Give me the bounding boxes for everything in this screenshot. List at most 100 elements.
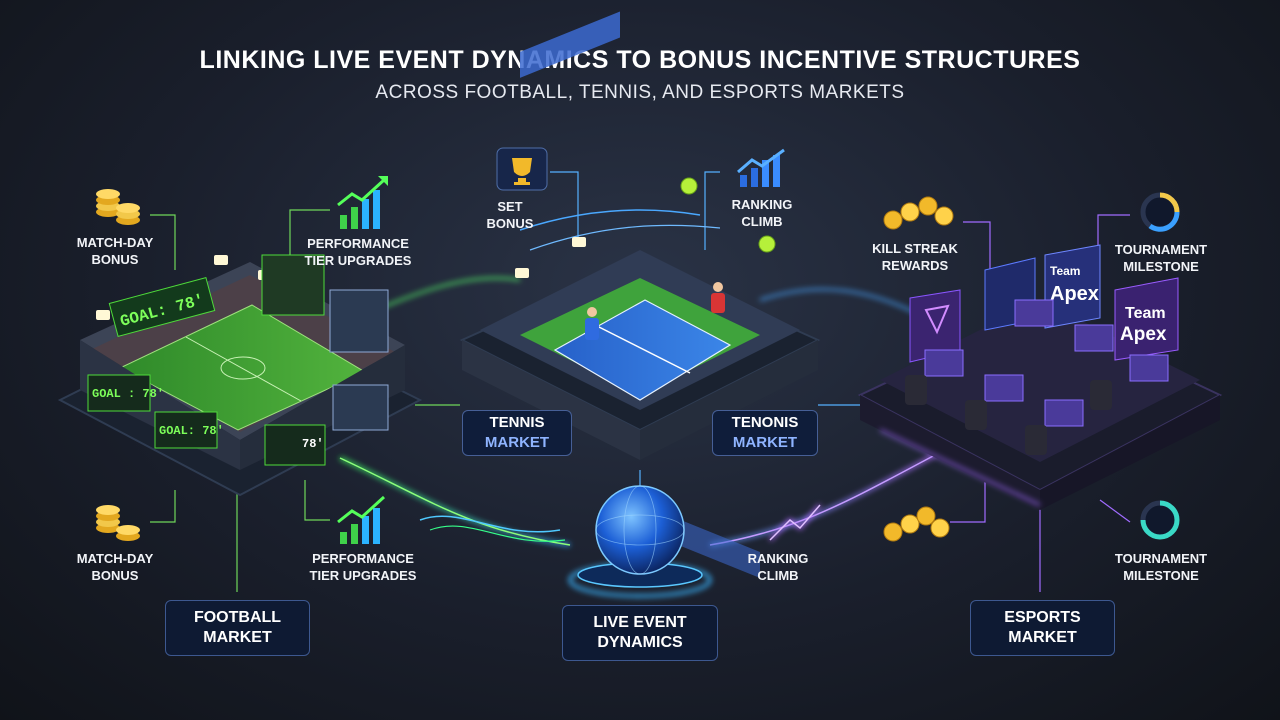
label-line: MATCH-DAY xyxy=(76,551,154,566)
tennis-arena xyxy=(459,11,821,579)
floodlight xyxy=(515,268,529,278)
chair xyxy=(1090,380,1112,410)
banner-text: Apex xyxy=(1050,283,1099,305)
connector-line xyxy=(550,171,579,240)
label-line: CLIMB xyxy=(741,214,783,229)
tenonis-market-box: TENONIS MARKET xyxy=(712,410,818,456)
scoreboard-text: GOAL : 78' xyxy=(92,387,164,401)
wave-stream xyxy=(429,525,566,542)
box-line: FOOTBALL xyxy=(193,609,282,626)
player-body xyxy=(711,293,725,313)
tennis-arc-stream xyxy=(529,224,721,251)
chair xyxy=(905,375,927,405)
monitor xyxy=(924,349,964,377)
label-line: REWARDS xyxy=(881,258,949,273)
box-line: MARKET xyxy=(484,434,550,451)
floodlight xyxy=(214,255,228,265)
chair xyxy=(1025,425,1047,455)
label-line: TIER UPGRADES xyxy=(309,568,417,583)
page-title: Linking Live Event Dynamics to Bonus Inc… xyxy=(199,46,1081,74)
page-subtitle: ACROSS FOOTBALL, TENNIS, AND ESPORTS MAR… xyxy=(375,82,905,103)
live-event-globe xyxy=(568,485,712,598)
pitch-line xyxy=(185,336,302,402)
match-day-bonus-label-top: MATCH-DAY BONUS xyxy=(60,234,170,268)
football-stream xyxy=(339,457,571,546)
football-stadium: GOAL: 78' GOAL : 78' GOAL: 78' 78' xyxy=(57,254,423,497)
floodlight xyxy=(96,310,110,320)
label-line: MILESTONE xyxy=(1123,568,1199,583)
coins-icon xyxy=(883,196,954,230)
box-line: TENNIS xyxy=(489,414,545,431)
football-market-box: FOOTBALL MARKET xyxy=(165,600,310,656)
esports-upper-stream xyxy=(759,288,921,316)
gaming-chairs xyxy=(905,375,1112,455)
floodlight xyxy=(572,237,586,247)
label-line: SET xyxy=(497,199,523,214)
tennis-net xyxy=(594,324,691,374)
esports-arena: Team Apex Team Apex xyxy=(857,244,1223,510)
coin-stack-icon xyxy=(96,505,140,541)
player-head xyxy=(587,307,597,317)
label-line: BONUS xyxy=(486,216,534,231)
tournament-milestone-label-bottom: TOURNAMENT MILESTONE xyxy=(1100,550,1222,584)
tennis-ball-icon xyxy=(758,235,776,253)
connector-line xyxy=(704,171,720,250)
set-bonus-label: SET BONUS xyxy=(480,198,540,232)
banner xyxy=(1114,277,1179,361)
box-line: MARKET xyxy=(203,629,272,646)
chair xyxy=(965,400,987,430)
label-line: TOURNAMENT xyxy=(1114,551,1208,566)
monitor xyxy=(1044,399,1084,427)
label-line: MATCH-DAY xyxy=(76,235,154,250)
performance-tier-label-top: PERFORMANCE TIER UPGRADES xyxy=(293,235,423,269)
connector-line xyxy=(1099,499,1131,523)
performance-tier-label-bottom: PERFORMANCE TIER UPGRADES xyxy=(293,550,433,584)
connector-line xyxy=(304,480,330,521)
growth-chart-icon xyxy=(337,176,388,229)
scoreboard-text: GOAL: 78' xyxy=(159,424,224,438)
label-line: PERFORMANCE xyxy=(307,236,409,251)
connector-line xyxy=(289,209,330,255)
tennis-stands xyxy=(520,11,760,579)
monitor xyxy=(1014,299,1054,327)
ranking-climb-label-center: RANKING CLIMB xyxy=(738,550,818,584)
monitor xyxy=(984,374,1024,402)
screen xyxy=(261,254,325,316)
monitor xyxy=(1074,324,1114,352)
screen xyxy=(332,384,389,431)
scoreboard-text: 78' xyxy=(302,437,324,451)
scoreboard xyxy=(264,424,326,466)
football-connectors xyxy=(150,209,460,592)
box-line: MARKET xyxy=(1008,629,1077,646)
scoreboards: GOAL: 78' GOAL : 78' GOAL: 78' 78' xyxy=(87,254,389,466)
box-line: DYNAMICS xyxy=(597,634,683,651)
scoreboard xyxy=(87,374,151,412)
esports-stream xyxy=(709,454,936,546)
label-line: PERFORMANCE xyxy=(312,551,414,566)
progress-ring-icon xyxy=(1140,192,1180,232)
player-body xyxy=(585,318,599,340)
connector-line xyxy=(963,221,991,285)
label-line: TIER UPGRADES xyxy=(304,253,412,268)
monitor xyxy=(1129,354,1169,382)
tournament-milestone-label-top: TOURNAMENT MILESTONE xyxy=(1100,241,1222,275)
tennis-players xyxy=(585,282,725,340)
screen xyxy=(329,289,389,353)
ranking-trend-icon xyxy=(768,504,822,542)
label-line: BONUS xyxy=(91,252,139,267)
gaming-stations xyxy=(924,299,1169,427)
box-line: TENONIS xyxy=(731,414,799,431)
label-line: RANKING xyxy=(731,197,793,212)
coins-icon xyxy=(883,506,950,542)
label-line: KILL STREAK xyxy=(872,241,958,256)
team-banners: Team Apex Team Apex xyxy=(909,244,1179,363)
connector-line xyxy=(1097,214,1130,255)
tennis-arc-stream xyxy=(519,209,701,231)
scoreboard xyxy=(154,411,218,449)
scoreboard xyxy=(108,277,216,337)
tennis-ball-icon xyxy=(680,177,698,195)
team-logo-icon xyxy=(924,304,950,335)
label-line: TOURNAMENT xyxy=(1114,242,1208,257)
center-circle xyxy=(220,356,266,380)
